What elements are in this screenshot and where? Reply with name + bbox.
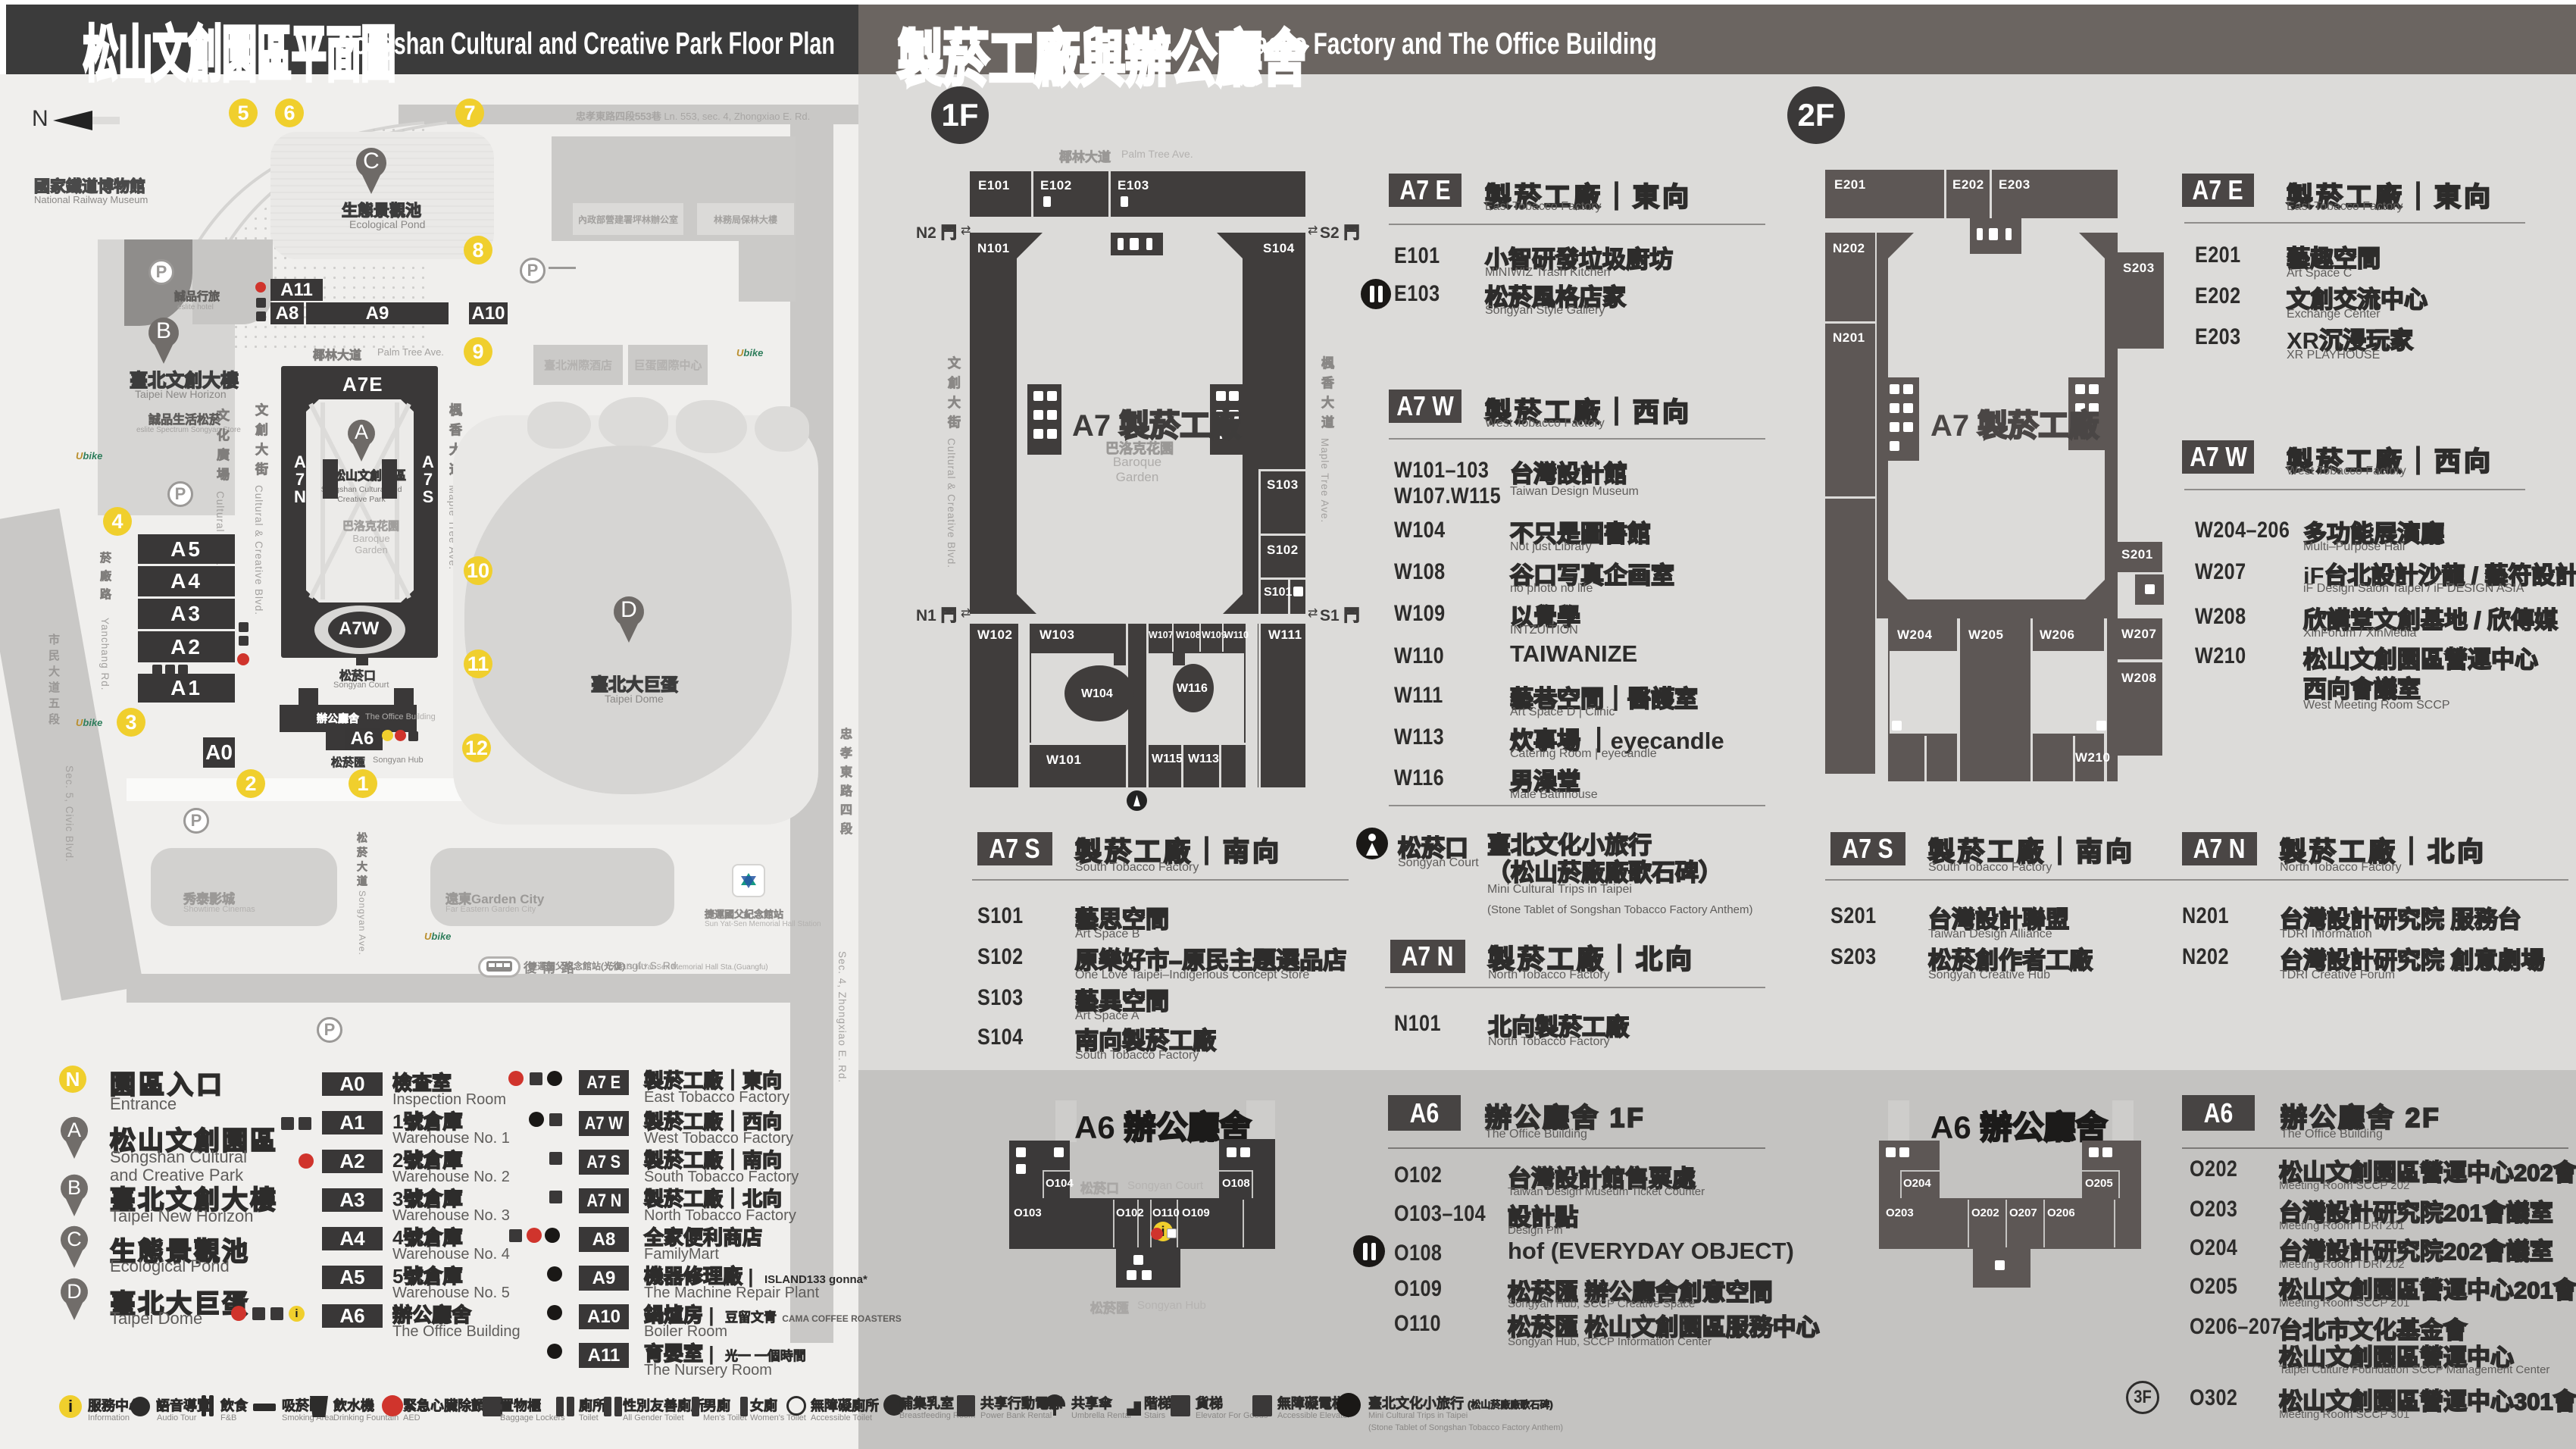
svg-text:D: D [621, 597, 637, 622]
svg-text:B: B [67, 1176, 81, 1199]
svg-text:B: B [156, 318, 171, 343]
svg-text:C: C [67, 1228, 82, 1250]
svg-text:D: D [67, 1280, 82, 1303]
svg-text:C: C [363, 149, 380, 174]
svg-text:A: A [355, 421, 368, 443]
svg-text:A: A [67, 1119, 81, 1141]
